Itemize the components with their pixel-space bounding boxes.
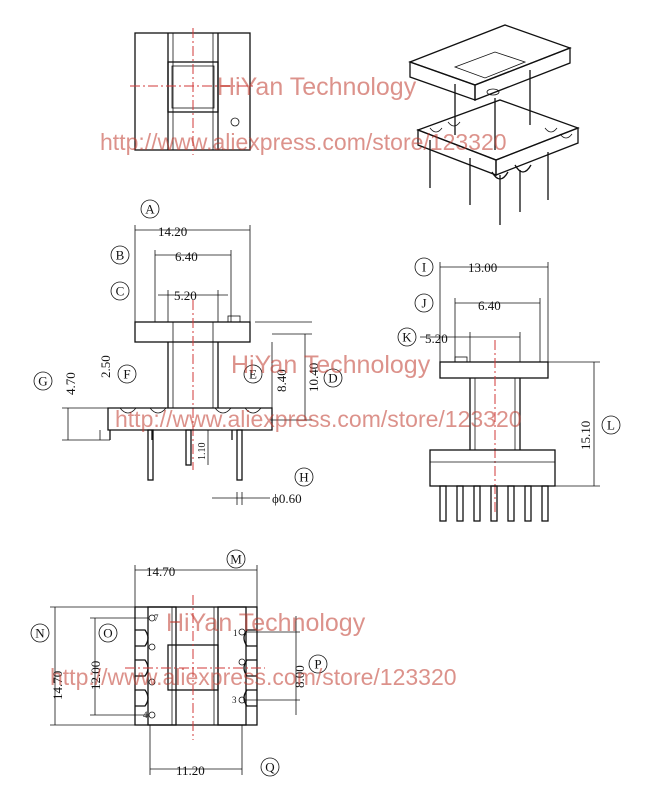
label-k: K (402, 330, 412, 345)
dim-i-value: 13.00 (468, 260, 497, 275)
dim-n-value: 14.70 (50, 671, 65, 700)
label-j: J (421, 296, 426, 311)
dim-pin-gap-value: 1.10 (197, 443, 208, 461)
dim-g-value: 4.70 (63, 372, 78, 395)
dim-q-value: 11.20 (176, 763, 205, 778)
top-view-pin-marker (230, 117, 240, 127)
pin-label-7: 7 (154, 613, 159, 623)
dim-j-value: 6.40 (478, 298, 501, 313)
watermark-brand-1: HiYan Technology (217, 73, 417, 101)
label-p: P (314, 657, 321, 672)
reference-labels: A B C D E F G H I J K L M N O P Q (30, 199, 621, 777)
dim-l-value: 15.10 (578, 421, 593, 450)
label-n: N (35, 626, 45, 641)
dim-m-value: 14.70 (146, 564, 175, 579)
top-view (130, 28, 255, 155)
label-l: L (607, 418, 615, 433)
watermark-url-3: http://www.aliexpress.com/store/123320 (50, 664, 457, 690)
watermark-brand-3: HiYan Technology (166, 609, 366, 637)
front-view (62, 225, 312, 505)
label-g: G (38, 374, 47, 389)
dim-e-value: 8.40 (274, 369, 289, 392)
pin-label-1: 1 (233, 628, 238, 638)
dim-k-value: 5.20 (425, 331, 448, 346)
label-d: D (328, 371, 337, 386)
label-a: A (145, 202, 155, 217)
bottom-view (50, 565, 300, 775)
pin-label-4: 4 (143, 710, 148, 720)
dim-h-value: ϕ0.60 (272, 491, 302, 506)
watermark-url-1: http://www.aliexpress.com/store/123320 (100, 129, 507, 155)
label-i: I (422, 260, 426, 275)
dim-c-value: 5.20 (174, 288, 197, 303)
label-e: E (249, 367, 257, 382)
label-f: F (123, 367, 130, 382)
watermark-url-2: http://www.aliexpress.com/store/123320 (115, 406, 522, 432)
dim-o-value: 12.00 (88, 661, 103, 690)
dim-a-value: 14.20 (158, 224, 187, 239)
label-b: B (116, 248, 125, 263)
watermarks: HiYan Technology http://www.aliexpress.c… (50, 73, 522, 690)
label-h: H (299, 470, 308, 485)
label-c: C (116, 284, 125, 299)
watermark-brand-2: HiYan Technology (231, 351, 431, 379)
label-o: O (103, 626, 112, 641)
label-q: Q (265, 760, 275, 775)
dim-p-value: 8.00 (292, 665, 307, 688)
pin-label-3: 3 (232, 695, 237, 705)
label-m: M (230, 552, 242, 567)
dim-f-value: 2.50 (98, 355, 113, 378)
side-view (420, 262, 600, 522)
dim-d-value: 10.40 (306, 363, 321, 392)
isometric-view (408, 24, 580, 225)
dim-b-value: 6.40 (175, 249, 198, 264)
